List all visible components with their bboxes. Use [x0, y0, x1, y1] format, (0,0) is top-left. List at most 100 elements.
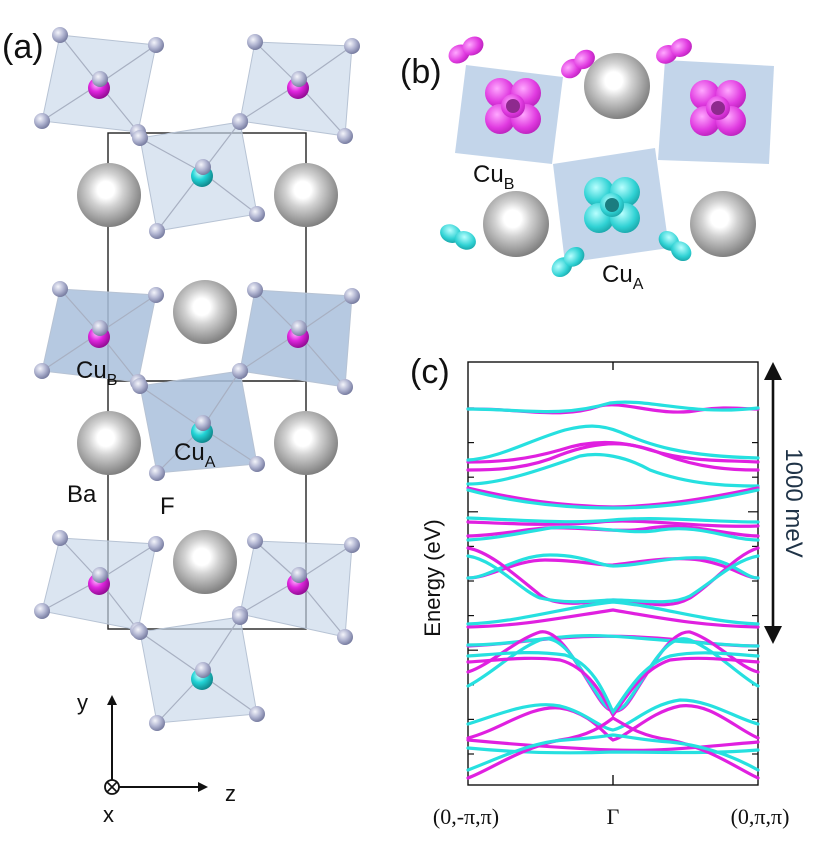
- f-p-orbital-magenta: [448, 36, 484, 64]
- scale-arrow-down-icon: [764, 626, 782, 644]
- fluorine-atom: [249, 706, 265, 722]
- fluorine-atom: [247, 34, 263, 50]
- fluorine-atom: [148, 37, 164, 53]
- label-cu-a-a: CuA: [174, 439, 216, 471]
- fluorine-atom: [52, 281, 68, 297]
- scale-arrow-up-icon: [764, 362, 782, 380]
- band-line: [466, 656, 760, 718]
- panel-a-crystal-structure: [34, 27, 360, 731]
- apical-fluorine-atom: [92, 71, 108, 87]
- barium-atom: [690, 191, 756, 257]
- cu-f-bond: [254, 540, 299, 581]
- scale-bar-label: 1000 meV: [780, 448, 807, 557]
- fluorine-atom: [148, 287, 164, 303]
- cu-f-bond: [254, 289, 299, 334]
- apical-fluorine-atom: [291, 71, 307, 87]
- band-line: [466, 698, 760, 732]
- barium-atom: [584, 53, 650, 119]
- band-line: [466, 651, 760, 715]
- fluorine-atom: [344, 288, 360, 304]
- band-line: [466, 600, 760, 626]
- cu-b-orbital-right: [690, 80, 746, 136]
- apical-fluorine-atom: [195, 415, 211, 431]
- fluorine-atom: [149, 223, 165, 239]
- fluorine-atom: [232, 363, 248, 379]
- band-line: [466, 400, 760, 414]
- z-axis-label: z: [225, 781, 236, 806]
- f-p-orbital-cyan: [440, 224, 476, 250]
- fluorine-atom: [249, 456, 265, 472]
- band-line: [466, 488, 760, 510]
- energy-scale-bar: 1000 meV: [764, 362, 807, 644]
- cu-f-bond: [139, 385, 203, 429]
- fluorine-atom: [247, 282, 263, 298]
- barium-atom: [483, 191, 549, 257]
- label-ba: Ba: [67, 481, 97, 508]
- band-line: [466, 424, 760, 462]
- fluorine-atom: [232, 609, 248, 625]
- cu-f-bond: [297, 45, 353, 85]
- fluorine-atom: [34, 113, 50, 129]
- band-line: [466, 704, 760, 742]
- fluorine-atom: [344, 38, 360, 54]
- band-curves: [466, 400, 760, 780]
- f-p-orbital-magenta: [561, 49, 595, 79]
- barium-atom: [274, 411, 338, 475]
- fluorine-atom: [149, 715, 165, 731]
- cu-f-bond: [98, 44, 157, 85]
- fluorine-atom: [148, 536, 164, 552]
- fluorine-atom: [132, 624, 148, 640]
- y-axis-label: y: [77, 690, 88, 715]
- cu-f-bond: [254, 41, 299, 85]
- fluorine-atom: [337, 379, 353, 395]
- fluorine-atom: [149, 465, 165, 481]
- label-cu-b-b: CuB: [473, 161, 514, 193]
- fluorine-atom: [52, 530, 68, 546]
- cu-f-bond: [139, 137, 203, 173]
- apical-fluorine-atom: [195, 662, 211, 678]
- band-line: [466, 738, 760, 752]
- energy-axis-label: Energy (eV): [420, 519, 445, 636]
- apical-fluorine-atom: [195, 159, 211, 175]
- apical-fluorine-atom: [291, 567, 307, 583]
- apical-fluorine-atom: [92, 320, 108, 336]
- f-p-orbital-magenta: [656, 38, 692, 64]
- coordinate-axes: y z x: [77, 690, 236, 827]
- band-line: [466, 452, 760, 488]
- barium-atom: [173, 280, 237, 344]
- x-axis-label: x: [103, 802, 114, 827]
- barium-atom: [274, 163, 338, 227]
- panel-b-orbital-order: [440, 36, 774, 278]
- apical-fluorine-atom: [92, 567, 108, 583]
- band-line: [466, 553, 760, 580]
- panel-c-band-structure: [466, 361, 760, 786]
- panel-label-b: (b): [400, 53, 442, 91]
- f-p-orbital-cyan: [551, 246, 585, 278]
- cu-core: [506, 99, 520, 113]
- cu-f-bond: [297, 295, 353, 334]
- band-line: [466, 716, 760, 780]
- cu-core: [605, 198, 619, 212]
- cu-core: [711, 101, 725, 115]
- apical-fluorine-atom: [291, 320, 307, 336]
- cu-f-bond: [98, 543, 157, 581]
- barium-atom: [173, 530, 237, 594]
- cu-f-bond: [139, 631, 203, 676]
- f-p-orbital-cyan: [658, 230, 692, 262]
- fluorine-atom: [344, 537, 360, 553]
- x-tick-right: (0,π,π): [731, 804, 790, 829]
- label-cu-b-a: CuB: [76, 357, 117, 389]
- fluorine-atom: [249, 206, 265, 222]
- fluorine-atom: [52, 27, 68, 43]
- panel-label-a: (a): [2, 28, 44, 66]
- barium-atom: [77, 411, 141, 475]
- fluorine-atom: [34, 603, 50, 619]
- cu-a-orbital-center: [584, 177, 640, 233]
- fluorine-atom: [247, 533, 263, 549]
- band-line: [466, 516, 760, 524]
- band-line: [466, 608, 760, 629]
- cu-b-orbital-left: [485, 78, 541, 134]
- fluorine-atom: [132, 378, 148, 394]
- x-tick-gamma: Γ: [607, 804, 620, 829]
